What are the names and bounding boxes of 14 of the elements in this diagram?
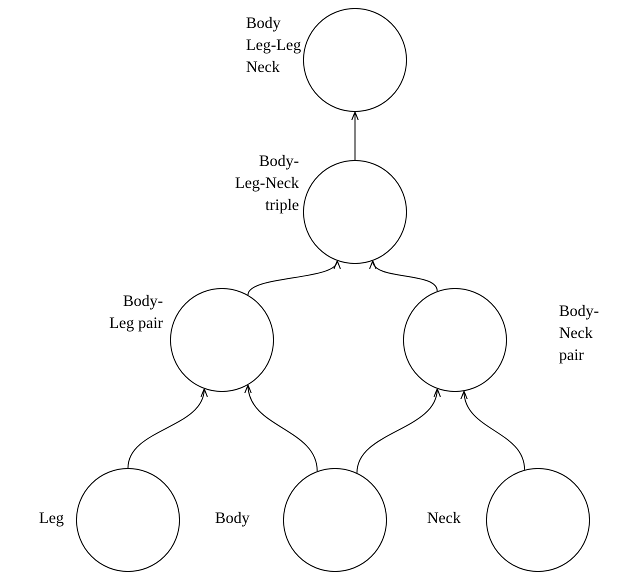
node-caption: Body (215, 509, 251, 529)
arrow (245, 384, 318, 472)
node-caption: Body- Leg-Neck triple (235, 152, 299, 216)
arrow (461, 390, 526, 470)
node-caption: Leg (39, 509, 65, 529)
node-caption: Neck (427, 509, 462, 529)
arrow (128, 388, 207, 468)
arrow (356, 388, 440, 474)
arrow (248, 260, 338, 296)
node-caption: Body Leg-Leg Neck (246, 14, 302, 78)
node-caption: Body- Leg pair (108, 292, 163, 334)
arrow (371, 260, 438, 292)
arrow (351, 111, 359, 160)
node-caption: Body- Neck pair (559, 302, 600, 366)
